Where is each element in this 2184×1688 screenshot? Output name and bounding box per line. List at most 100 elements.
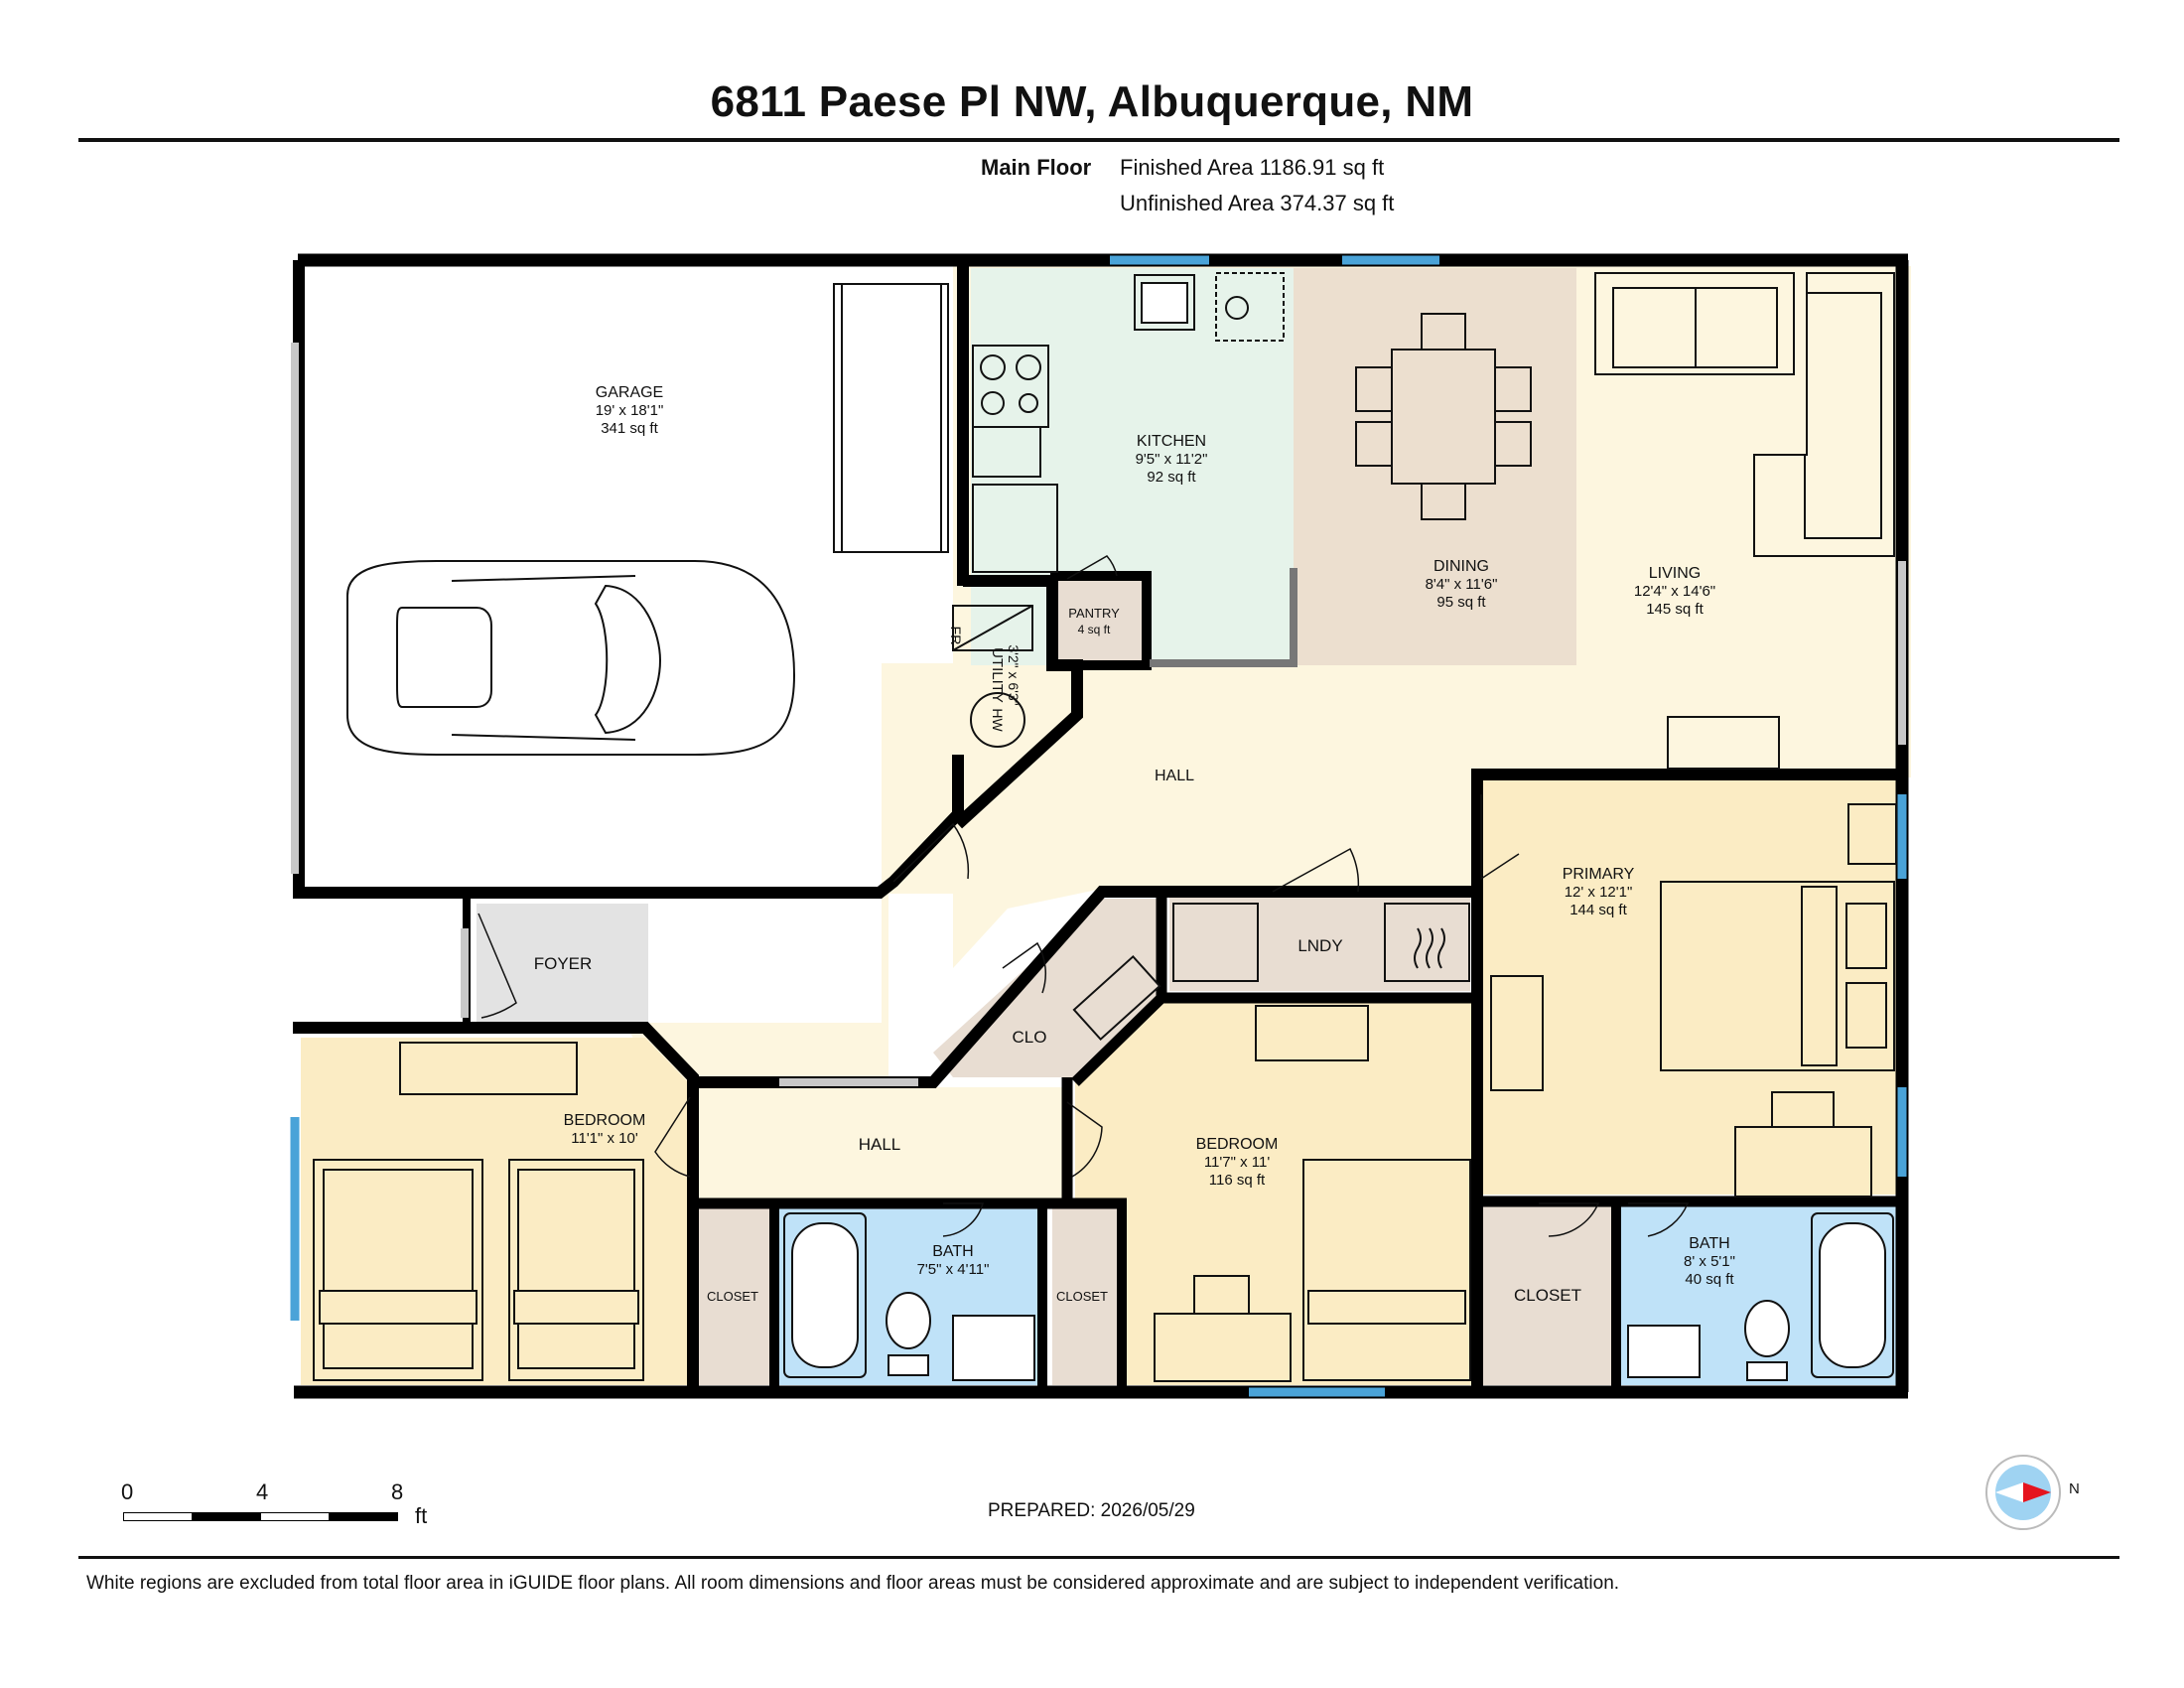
water-heater-label: HW (990, 708, 1006, 732)
hall-lower-fill (695, 1087, 1072, 1201)
car-sideline-bottom (451, 734, 636, 741)
fridge-label: FR (948, 627, 964, 645)
scale-seg-4 (329, 1512, 398, 1521)
door-pantry (1066, 555, 1118, 580)
dining-area: 95 sq ft (1436, 594, 1486, 611)
scale-bar: 0 4 8 ft (121, 1479, 459, 1539)
openings (291, 343, 1906, 1086)
door-bath-left (942, 1202, 984, 1237)
compass-icon (1985, 1455, 2061, 1530)
lndy-name: LNDY (1297, 936, 1342, 955)
car-sideline-top (451, 575, 636, 582)
utility-name: UTILITY (989, 647, 1006, 703)
mid-desk-chair (1193, 1275, 1250, 1315)
bath-right-name: BATH (1689, 1235, 1729, 1252)
left-dresser (399, 1042, 578, 1095)
pantry-area: 4 sq ft (1078, 623, 1111, 636)
car-roof (396, 607, 492, 708)
closet-b-fill (1052, 1206, 1122, 1385)
door-bed-mid (1066, 1101, 1103, 1178)
garage-dims: 19' x 18'1" (596, 402, 664, 419)
bath-left-name: BATH (932, 1243, 973, 1260)
bedroom-left-furniture (313, 1042, 644, 1381)
burner-3 (981, 391, 1005, 415)
mid-bed-foot (1307, 1290, 1466, 1325)
sectional-inner (1804, 292, 1882, 539)
door-swings (478, 555, 1690, 1237)
tv-console (1667, 716, 1780, 770)
utility-wall (953, 575, 1083, 829)
car-windshield (594, 584, 662, 735)
burner-1 (980, 354, 1006, 380)
closet-a-fill (695, 1206, 774, 1385)
disclaimer: White regions are excluded from total fl… (86, 1573, 1620, 1594)
utility-fixtures (952, 605, 1033, 748)
dryer-heat-icon (1414, 927, 1445, 969)
hall-lower-name: HALL (859, 1135, 901, 1154)
footer-rule (78, 1556, 2119, 1559)
finished-area: Finished Area 1186.91 sq ft (1120, 155, 1385, 180)
kitchen-counter-wall (1150, 568, 1297, 667)
counter-icon (972, 426, 1041, 478)
prepared-date: PREPARED: 2026/05/29 (988, 1500, 1195, 1521)
bedroom-mid-dims: 11'7" x 11' (1204, 1154, 1271, 1171)
tub-right-inner (1819, 1222, 1886, 1368)
shelf-frame (833, 283, 949, 553)
toilet-right (1744, 1300, 1790, 1357)
vanity-right (1627, 1325, 1701, 1378)
kitchen-name: KITCHEN (1137, 433, 1206, 450)
bath-right-area: 40 sq ft (1685, 1271, 1734, 1288)
door-lndy (1272, 847, 1360, 893)
clo-shelf (1072, 954, 1161, 1042)
title-rule (78, 138, 2119, 142)
utility-panel-diag (952, 605, 1033, 651)
headboard (1801, 886, 1838, 1066)
primary-dims: 12' x 12'1" (1565, 884, 1633, 901)
primary-furniture (1490, 803, 1897, 1197)
dining-dims: 8'4" x 11'6" (1426, 576, 1498, 593)
desk-chair (1771, 1091, 1835, 1128)
washer-icon (1172, 903, 1259, 982)
table-icon (1391, 349, 1496, 485)
compass-label: N (2069, 1480, 2080, 1497)
living-furniture (1594, 272, 1895, 770)
bedroom-left-dims: 11'1" x 10' (571, 1130, 638, 1147)
foyer-fill (477, 904, 648, 1023)
door-foyer (478, 913, 517, 1019)
scale-seg-3 (260, 1512, 330, 1521)
pantry-name: PANTRY (1068, 606, 1120, 621)
hall-main-name: HALL (1155, 768, 1194, 784)
dining-table (1355, 313, 1532, 520)
nightstand-top (1847, 803, 1897, 865)
compass-needle-n (2023, 1482, 2051, 1502)
scale-seg-2 (192, 1512, 261, 1521)
bedroom-mid-area: 116 sq ft (1209, 1172, 1266, 1189)
fridge-icon (972, 484, 1058, 573)
chair-bottom (1421, 483, 1466, 520)
door-bed-left (654, 1096, 691, 1178)
twin-bed-1-inner (323, 1169, 474, 1369)
chair-right-2 (1494, 421, 1532, 467)
twin-bed-1-foot (319, 1290, 478, 1325)
scale-unit: ft (415, 1503, 428, 1528)
kitchen-lower-fill (1150, 574, 1294, 665)
foyer-name: FOYER (534, 954, 593, 973)
chair-right-1 (1494, 366, 1532, 412)
living-dims: 12'4" x 14'6" (1634, 583, 1715, 600)
garage-area: 341 sq ft (601, 420, 658, 437)
utility-panel (952, 605, 1033, 651)
chair-top (1421, 313, 1466, 351)
dining-name: DINING (1433, 558, 1489, 575)
garage-bottom-wall (293, 755, 964, 899)
kitchen-area: 92 sq ft (1147, 469, 1196, 486)
living-name: LIVING (1649, 565, 1701, 582)
laundry-fixtures (1072, 903, 1470, 1042)
dishwasher-knob (1225, 296, 1249, 320)
twin-bed-2-foot (513, 1290, 639, 1325)
mid-bed (1302, 1159, 1471, 1381)
scale-tick-0: 0 (121, 1479, 134, 1504)
mid-desk (1154, 1313, 1292, 1382)
pantry-fill (1055, 579, 1147, 663)
utility-dims: 3'2" x 6'3" (1006, 644, 1022, 705)
chair-left-1 (1355, 366, 1393, 412)
